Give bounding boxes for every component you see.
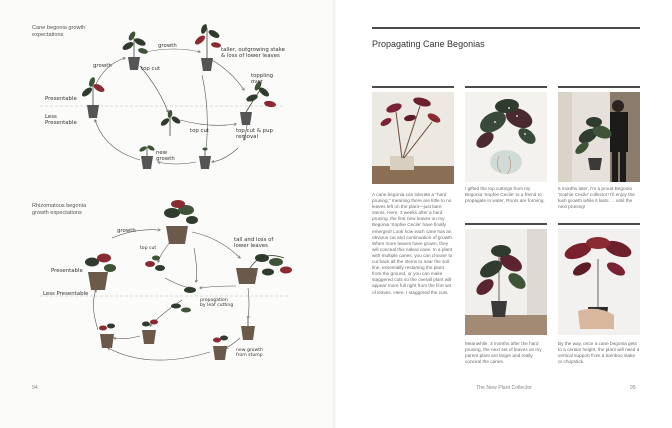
diagram2-title: Rhizomatous begonia growth expectations [32,203,86,217]
label-tall: tall and loss of lower leaves [234,237,273,250]
label-less-presentable: Less Presentable [45,114,77,127]
label-top-cut-pup: top cut & pup removal [236,128,273,141]
plant-icon [142,320,158,345]
label-growth-2: growth [117,228,136,234]
caption-parent-plant: Meanwhile, 3 months after the hard pruni… [465,341,547,365]
label-propagation: propagation by leaf cutting [200,298,233,309]
plant-icon [145,256,165,272]
plant-icon [80,76,105,118]
photo-rule [465,86,547,88]
caption-red-begonia-stake: By the way, once a cane begonia gets to … [558,341,640,365]
label-top-cut-3: top cut [140,246,156,251]
photo-rule [558,223,640,225]
plant-icon [139,144,156,169]
caption-person-with-plant: 6 months later, I'm a proud Begonia 'Sop… [558,186,640,210]
right-page-number: 95 [630,385,636,391]
label-presentable: Presentable [45,96,77,102]
left-page-number: 94 [32,385,38,391]
plant-icon [99,324,115,349]
label-taller: taller, outgrowing stake & loss of lower… [221,47,285,60]
photo-rule [465,223,547,225]
photo-person-with-plant [558,92,640,182]
plant-icon [213,336,228,361]
photo-parent-plant [465,229,547,335]
plant-icon [171,287,196,313]
plant-icon [85,254,116,291]
plant-icon [121,30,148,70]
label-new-growth-stump: new growth from stump [236,348,263,359]
title-rule [372,27,640,29]
photo-rule [558,86,640,88]
left-page: Cane begonia growth expectations [0,0,336,428]
chapter-title: Propagating Cane Begonias [372,39,485,49]
photo-water-propagation [465,92,547,182]
label-less-presentable-2: Less Presentable [43,291,88,297]
label-growth-left: growth [93,63,112,69]
label-toppling: toppling over [251,73,273,86]
label-growth-top: growth [158,43,177,49]
label-new-growth: new growth [156,150,175,163]
plant-icon [193,23,221,71]
plant-icon [164,200,198,244]
running-footer: The New Plant Collector [476,385,532,391]
photo-red-begonia-stake [558,229,640,335]
plant-icon [241,318,255,340]
photo-rule [372,86,454,88]
label-top-cut: top cut [141,66,160,72]
plant-icon [240,80,276,125]
plant-icon [236,254,292,284]
photo-begonia-canes [372,92,454,184]
body-text: A cane begonia can tolerate a "hard prun… [372,192,454,296]
plant-icon [159,110,181,136]
plant-icon [199,148,211,170]
label-presentable-2: Presentable [51,268,83,274]
label-top-cut-2: top cut [190,128,209,134]
caption-water-propagation: I gifted the top cuttings from my Begoni… [465,186,547,204]
